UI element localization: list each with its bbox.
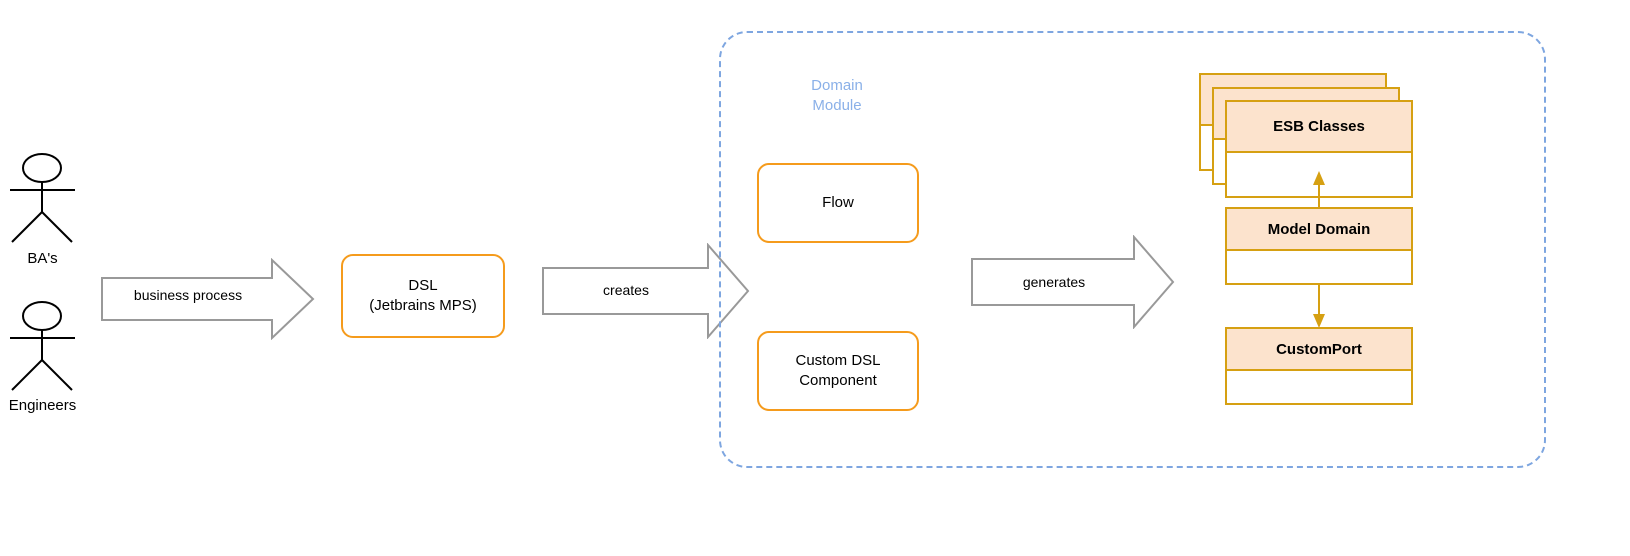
connector-model-domain-to-custom-port [1313, 283, 1325, 328]
custom-dsl-component-box[interactable]: Custom DSL Component [757, 331, 919, 411]
domain-module-frame [719, 31, 1546, 468]
custom-port-header: CustomPort [1227, 329, 1411, 371]
arrow-business-process [101, 258, 315, 340]
domain-module-title: Domain Module [811, 77, 863, 114]
dsl-box-text: DSL (Jetbrains MPS) [369, 276, 477, 316]
flow-box-label: Flow [822, 194, 854, 211]
model-domain-body [1227, 251, 1411, 283]
arrow-creates-label: creates [603, 282, 649, 298]
arrow-generates [971, 235, 1175, 329]
esb-classes-label: ESB Classes [1273, 118, 1365, 135]
model-domain-label: Model Domain [1267, 220, 1371, 238]
custom-port-label: CustomPort [1276, 340, 1362, 358]
actor-engineers-label: Engineers [8, 397, 77, 414]
model-domain-header: Model Domain [1227, 209, 1411, 251]
connector-model-domain-to-esb-classes [1313, 171, 1325, 209]
custom-port-body [1227, 371, 1411, 403]
dsl-box[interactable]: DSL (Jetbrains MPS) [341, 254, 505, 338]
actor-engineers-figure [10, 301, 75, 391]
dsl-box-line2: (Jetbrains MPS) [369, 297, 477, 314]
flow-box[interactable]: Flow [757, 163, 919, 243]
arrow-business-process-label: business process [133, 287, 243, 303]
actor-ba-label: BA's [27, 250, 58, 267]
model-domain-box[interactable]: Model Domain [1225, 207, 1413, 285]
esb-classes-header: ESB Classes [1227, 102, 1411, 153]
arrow-creates [542, 243, 750, 339]
custom-port-box[interactable]: CustomPort [1225, 327, 1413, 405]
dsl-box-line1: DSL [408, 277, 438, 294]
custom-dsl-component-label: Custom DSL Component [795, 352, 881, 389]
arrow-generates-label: generates [1022, 274, 1086, 290]
actor-ba-figure [10, 153, 75, 243]
